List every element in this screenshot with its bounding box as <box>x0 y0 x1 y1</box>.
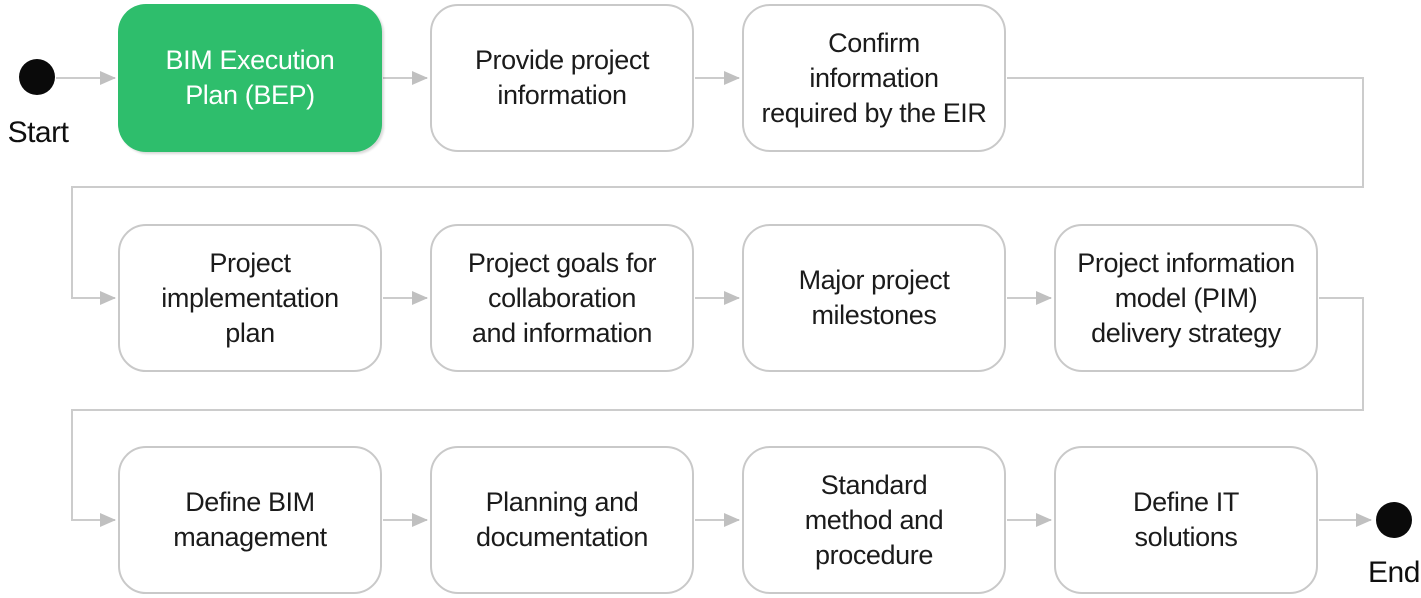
step-provide-project-information: Provide project information <box>430 4 694 152</box>
step-project-implementation-plan: Project implementation plan <box>118 224 382 372</box>
end-label: End <box>1368 556 1420 589</box>
step-project-goals-collaboration: Project goals for collaboration and info… <box>430 224 694 372</box>
step-define-bim-management: Define BIM management <box>118 446 382 594</box>
start-node <box>19 59 55 95</box>
end-node <box>1376 502 1412 538</box>
step-standard-method-procedure: Standard method and procedure <box>742 446 1006 594</box>
step-define-it-solutions: Define IT solutions <box>1054 446 1318 594</box>
step-bim-execution-plan: BIM Execution Plan (BEP) <box>118 4 382 152</box>
wrap-connector-row1-to-row2 <box>71 77 1364 305</box>
start-label: Start <box>7 116 69 149</box>
step-major-project-milestones: Major project milestones <box>742 224 1006 372</box>
step-confirm-information-eir: Confirm information required by the EIR <box>742 4 1006 152</box>
step-pim-delivery-strategy: Project information model (PIM) delivery… <box>1054 224 1318 372</box>
step-planning-and-documentation: Planning and documentation <box>430 446 694 594</box>
wrap-connector-row2-to-row3 <box>71 297 1364 527</box>
